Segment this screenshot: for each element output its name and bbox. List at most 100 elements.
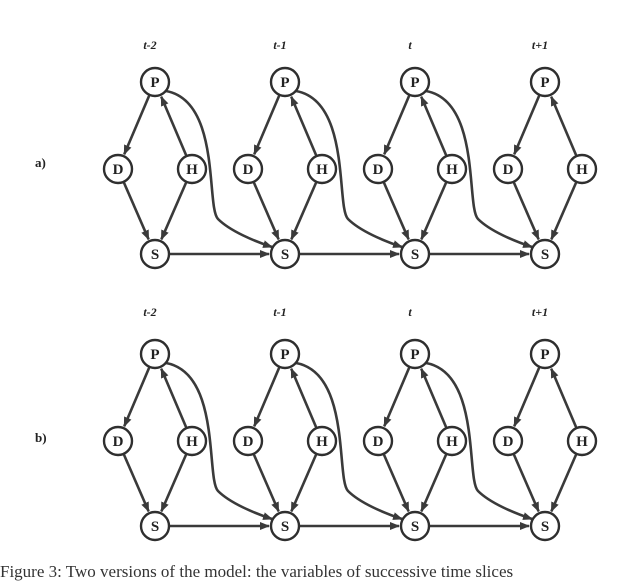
- node-P-slice-4: P: [529, 66, 561, 98]
- node-label-S: S: [151, 519, 159, 535]
- node-label-S: S: [541, 519, 549, 535]
- panel-a-time-label-4: t+1: [532, 38, 548, 52]
- node-H-slice-2: H: [306, 153, 338, 185]
- node-S-slice-3: S: [399, 510, 431, 542]
- node-label-H: H: [446, 162, 458, 178]
- edge-P-to-D-slice-3: [383, 367, 411, 428]
- node-D-slice-1: D: [102, 425, 134, 457]
- edge-D-to-S-slice-3: [382, 454, 410, 513]
- node-D-slice-1: D: [102, 153, 134, 185]
- node-label-H: H: [446, 434, 458, 450]
- node-P-slice-1: P: [139, 338, 171, 370]
- node-P-slice-2: P: [269, 338, 301, 370]
- edge-D-to-S-slice-2: [252, 182, 280, 241]
- node-H-slice-4: H: [566, 425, 598, 457]
- edge-H-to-P-slice-3: [420, 367, 448, 428]
- node-D-slice-3: D: [362, 153, 394, 185]
- edge-P-to-D-slice-4: [513, 367, 541, 428]
- node-label-S: S: [411, 247, 419, 263]
- edge-H-to-P-slice-3: [420, 95, 448, 156]
- panel-a-time-label-1: t-2: [143, 38, 156, 52]
- node-label-H: H: [316, 162, 328, 178]
- node-S-slice-3: S: [399, 238, 431, 270]
- node-label-S: S: [281, 247, 289, 263]
- panel-b-time-label-3: t: [408, 305, 412, 319]
- edge-H-to-P-slice-2: [290, 367, 318, 428]
- node-S-slice-2: S: [269, 510, 301, 542]
- node-S-slice-2: S: [269, 238, 301, 270]
- edge-H-to-S-slice-2: [290, 454, 318, 513]
- node-label-H: H: [576, 434, 588, 450]
- panel-a-time-label-2: t-1: [273, 38, 286, 52]
- node-H-slice-3: H: [436, 153, 468, 185]
- node-P-slice-3: P: [399, 338, 431, 370]
- edge-H-to-P-slice-1: [160, 95, 188, 156]
- node-label-P: P: [410, 347, 419, 363]
- panel-b-time-label-2: t-1: [273, 305, 286, 319]
- edge-D-to-S-slice-4: [512, 182, 540, 241]
- node-label-P: P: [540, 75, 549, 91]
- node-label-S: S: [281, 519, 289, 535]
- node-D-slice-4: D: [492, 153, 524, 185]
- node-S-slice-1: S: [139, 510, 171, 542]
- node-H-slice-1: H: [176, 425, 208, 457]
- panel-b-graph: P D H S P D H S P D H S P D H S: [102, 338, 598, 542]
- edge-P-to-D-slice-2: [253, 367, 281, 428]
- node-P-slice-3: P: [399, 66, 431, 98]
- node-label-D: D: [503, 434, 514, 450]
- node-label-S: S: [411, 519, 419, 535]
- node-label-D: D: [113, 434, 124, 450]
- edge-P-to-S-slice-2: [295, 89, 403, 249]
- edge-P-to-S-slice-1: [165, 89, 273, 249]
- node-P-slice-4: P: [529, 338, 561, 370]
- edge-D-to-S-slice-1: [122, 182, 150, 241]
- node-label-P: P: [150, 75, 159, 91]
- node-label-H: H: [316, 434, 328, 450]
- edge-D-to-S-slice-1: [122, 454, 150, 513]
- edge-P-to-S-slice-3: [425, 361, 533, 521]
- figure-caption: Figure 3: Two versions of the model: the…: [0, 562, 514, 581]
- edge-P-to-D-slice-1: [123, 95, 151, 156]
- edge-H-to-P-slice-4: [550, 367, 578, 428]
- node-D-slice-2: D: [232, 153, 264, 185]
- node-label-H: H: [576, 162, 588, 178]
- edge-H-to-S-slice-4: [550, 454, 578, 513]
- edge-D-to-S-slice-2: [252, 454, 280, 513]
- edge-P-to-D-slice-4: [513, 95, 541, 156]
- node-label-D: D: [243, 162, 254, 178]
- node-label-P: P: [150, 347, 159, 363]
- node-D-slice-2: D: [232, 425, 264, 457]
- edge-H-to-P-slice-4: [550, 95, 578, 156]
- edge-P-to-D-slice-2: [253, 95, 281, 156]
- edge-H-to-S-slice-3: [420, 182, 448, 241]
- edge-P-to-D-slice-3: [383, 95, 411, 156]
- node-label-P: P: [410, 75, 419, 91]
- node-S-slice-4: S: [529, 510, 561, 542]
- node-S-slice-1: S: [139, 238, 171, 270]
- edge-H-to-S-slice-1: [160, 454, 188, 513]
- node-H-slice-3: H: [436, 425, 468, 457]
- node-H-slice-1: H: [176, 153, 208, 185]
- node-label-D: D: [503, 162, 514, 178]
- edge-H-to-S-slice-2: [290, 182, 318, 241]
- edge-P-to-S-slice-1: [165, 361, 273, 521]
- node-label-P: P: [280, 75, 289, 91]
- node-label-P: P: [280, 347, 289, 363]
- panel-b-time-label-1: t-2: [143, 305, 156, 319]
- node-label-H: H: [186, 434, 198, 450]
- node-label-D: D: [113, 162, 124, 178]
- edge-P-to-D-slice-1: [123, 367, 151, 428]
- panel-b-time-label-4: t+1: [532, 305, 548, 319]
- node-label-D: D: [373, 162, 384, 178]
- edge-D-to-S-slice-4: [512, 454, 540, 513]
- panel-a-time-label-3: t: [408, 38, 412, 52]
- edge-H-to-S-slice-1: [160, 182, 188, 241]
- node-label-D: D: [373, 434, 384, 450]
- edge-P-to-S-slice-2: [295, 361, 403, 521]
- node-H-slice-2: H: [306, 425, 338, 457]
- node-H-slice-4: H: [566, 153, 598, 185]
